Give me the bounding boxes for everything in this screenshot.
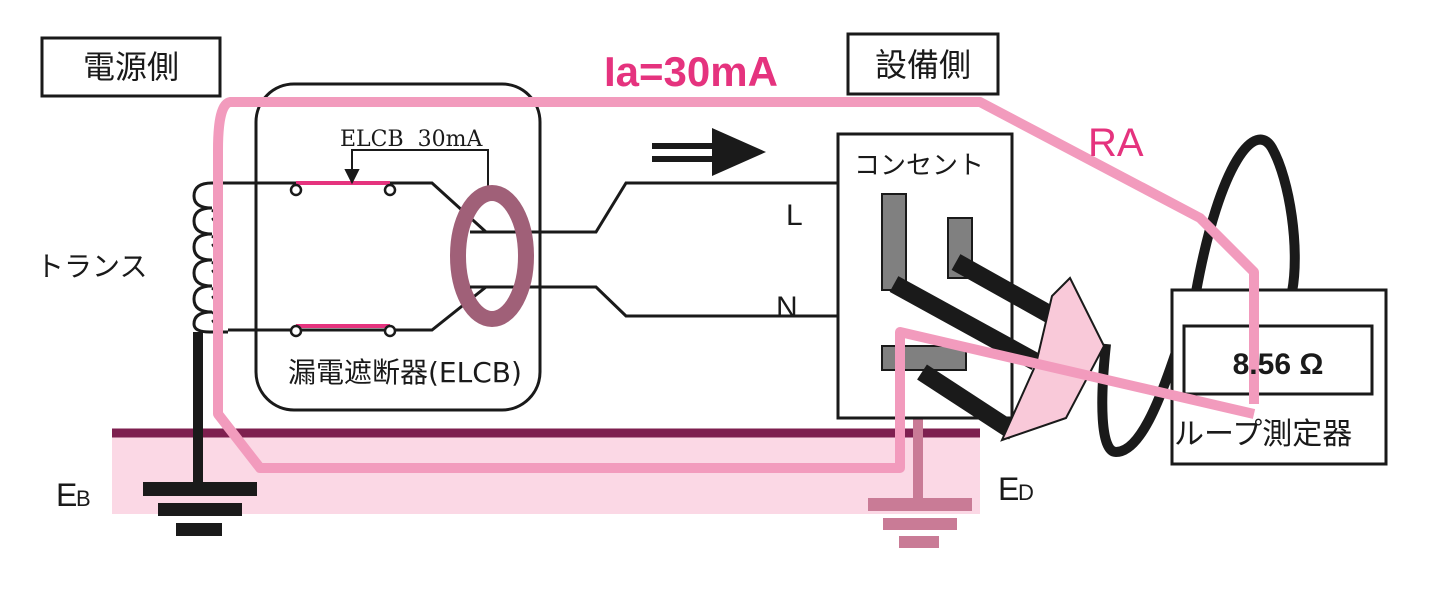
zct-ring <box>450 185 534 327</box>
ra-label: RA <box>1088 121 1144 165</box>
source-side-box <box>40 36 222 98</box>
line-n-label: N <box>776 291 798 324</box>
elcb-rating-label: ELCB 30mA <box>340 127 484 152</box>
eb-label: E B <box>56 477 91 513</box>
trip-link <box>344 149 489 196</box>
plug-prongs <box>889 254 1061 440</box>
plug-body <box>1000 276 1106 442</box>
outlet-label: コンセント <box>854 151 984 181</box>
current-label: Ia=30mA <box>604 48 778 95</box>
svg-text:B: B <box>76 486 91 511</box>
source-side-label: 電源側 <box>83 48 179 86</box>
svg-text:E: E <box>998 471 1019 507</box>
transformer-label: トランス <box>36 250 147 283</box>
ed-label: E D <box>998 471 1034 507</box>
svg-text:D: D <box>1018 480 1034 505</box>
equipment-side-label: 設備側 <box>875 46 971 84</box>
elcb-contacts <box>289 181 397 338</box>
elcb-name-label: 漏電遮断器(ELCB) <box>288 356 522 389</box>
equipment-side-box <box>846 32 1000 96</box>
meter-reading: 8.56 Ω <box>1233 348 1324 381</box>
svg-text:E: E <box>56 477 77 513</box>
meter-display <box>1182 324 1374 396</box>
elcb-housing <box>254 82 542 412</box>
meter-name-label: ループ測定器 <box>1174 417 1352 452</box>
current-arrow-icon <box>652 128 766 176</box>
earth-eb-symbol <box>143 332 257 536</box>
line-l-label: L <box>786 199 803 232</box>
fault-loop-path <box>213 97 1259 473</box>
